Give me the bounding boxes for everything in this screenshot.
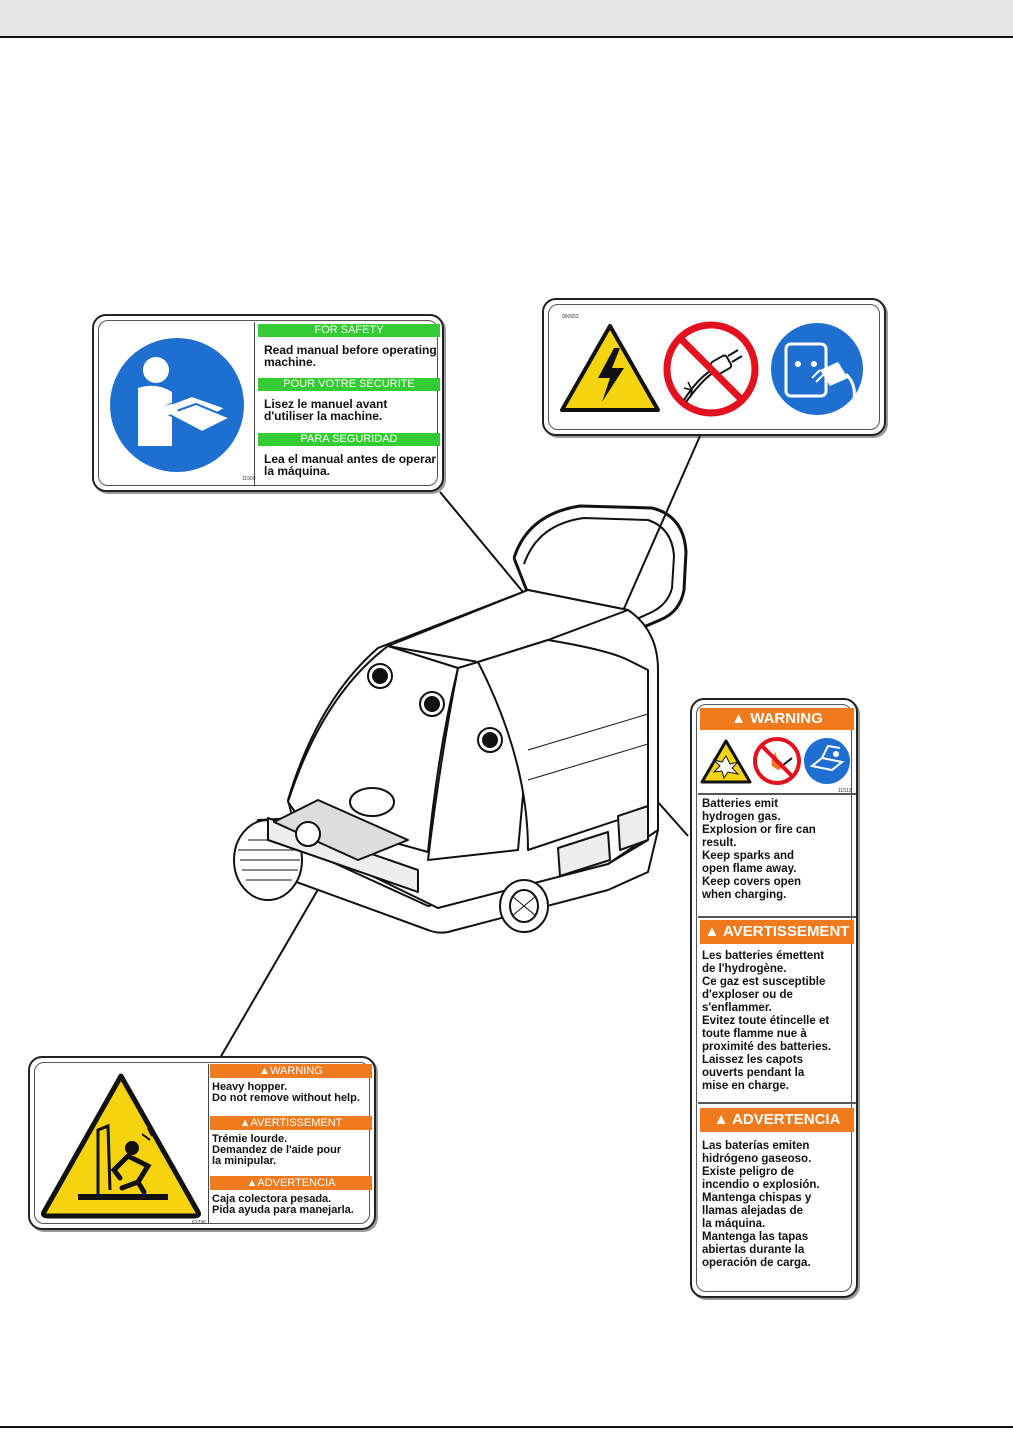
decal-border xyxy=(548,304,880,430)
pour-votre-securite-text: Lisez le manuel avant d'utiliser la mach… xyxy=(264,397,388,423)
walk-behind-sweeper-illustration xyxy=(233,504,688,934)
warning-heading: WARNING xyxy=(270,1065,323,1077)
warning-heading: WARNING xyxy=(750,710,823,727)
advertencia-bar: ▲ ADVERTENCIA xyxy=(700,1108,854,1132)
decal-read-manual: FOR SAFETY Read manual before operating … xyxy=(92,314,444,492)
header-band xyxy=(0,0,1013,38)
part-number: 11513 xyxy=(838,788,852,794)
separator xyxy=(698,916,856,918)
warning-triangle-icon: ▲ xyxy=(704,923,720,940)
separator xyxy=(698,1102,856,1104)
advertencia-heading: ADVERTENCIA xyxy=(732,1111,841,1128)
decal-heavy-hopper: ▲WARNING Heavy hopper. Do not remove wit… xyxy=(28,1056,376,1230)
advertencia-bar: ▲ADVERTENCIA xyxy=(210,1176,372,1190)
decal-electrical: 060652 xyxy=(542,298,886,436)
warning-triangle-icon: ▲ xyxy=(713,1111,729,1128)
explosion-icon xyxy=(700,739,752,784)
decal-border xyxy=(696,704,852,1292)
avertissement-bar: ▲ AVERTISSEMENT xyxy=(700,920,854,944)
warning-triangle-icon: ▲ xyxy=(246,1177,258,1189)
warning-triangle-icon: ▲ xyxy=(259,1065,271,1077)
part-number: 060652 xyxy=(562,314,579,320)
advertencia-text: Caja colectora pesada. Pida ayuda para m… xyxy=(212,1193,354,1216)
warning-bar: ▲WARNING xyxy=(210,1064,372,1078)
decal-border xyxy=(98,320,438,486)
separator xyxy=(698,793,856,795)
warning-text: Heavy hopper. Do not remove without help… xyxy=(212,1081,360,1104)
decal-divider xyxy=(208,1064,209,1224)
part-number: 61296 xyxy=(192,1220,206,1226)
avertissement-text: Les batteries émettent de l'hydrogène. C… xyxy=(702,950,832,1092)
pour-votre-securite-band: POUR VOTRE SECURITE xyxy=(258,378,440,391)
unplug-icon xyxy=(771,323,863,415)
warning-text: Batteries emit hydrogen gas. Explosion o… xyxy=(702,798,816,901)
open-cover-icon xyxy=(804,738,850,784)
advertencia-text: Las baterías emiten hidrógeno gaseoso. E… xyxy=(702,1140,820,1269)
for-safety-text: Read manual before operating machine. xyxy=(264,343,437,369)
avertissement-heading: AVERTISSEMENT xyxy=(723,923,850,940)
avertissement-heading: AVERTISSEMENT xyxy=(250,1117,343,1129)
footer-rule xyxy=(0,1426,1013,1428)
no-damaged-cord-icon xyxy=(663,321,759,417)
warning-bar: ▲ WARNING xyxy=(700,708,854,730)
decal-divider xyxy=(254,322,255,486)
electric-shock-icon xyxy=(560,324,660,412)
warning-triangle-icon: ▲ xyxy=(239,1117,251,1129)
part-number: 11500 xyxy=(242,476,256,482)
para-seguridad-band: PARA SEGURIDAD xyxy=(258,433,440,446)
top-lid xyxy=(387,589,629,663)
avertissement-text: Trémie lourde. Demandez de l'aide pour l… xyxy=(212,1133,342,1167)
warning-triangle-icon: ▲ xyxy=(731,710,747,727)
advertencia-heading: ADVERTENCIA xyxy=(257,1177,336,1189)
read-manual-icon xyxy=(110,338,244,472)
para-seguridad-text: Lea el manual antes de operar la máquina… xyxy=(264,452,437,478)
decal-battery-warning: ▲ WARNING 11513 Batteries emit hydrogen … xyxy=(690,698,858,1298)
avertissement-bar: ▲AVERTISSEMENT xyxy=(210,1116,372,1130)
heavy-lift-icon xyxy=(41,1073,201,1219)
handle xyxy=(512,504,688,634)
decal-border xyxy=(34,1062,370,1224)
for-safety-band: FOR SAFETY xyxy=(258,324,440,337)
no-flame-icon xyxy=(753,737,801,785)
